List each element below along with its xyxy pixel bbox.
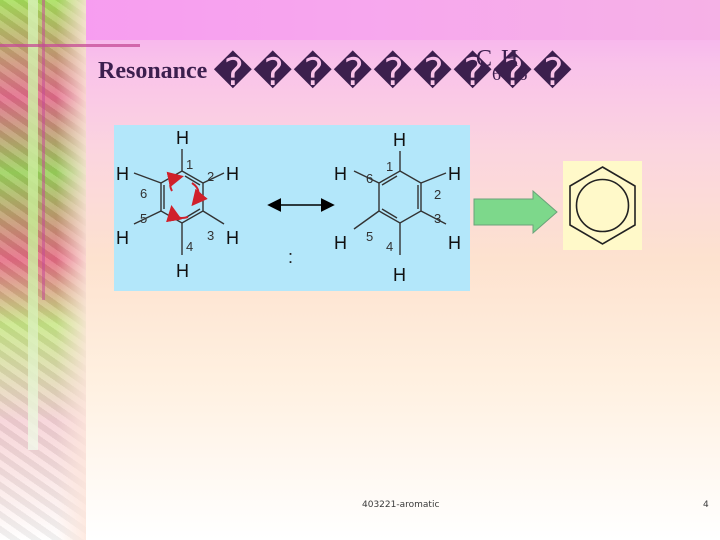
- formula-c-sub: 6: [492, 63, 502, 84]
- atom-h: H: [393, 130, 406, 150]
- position-number: 3: [207, 228, 214, 243]
- atom-h: H: [116, 164, 129, 184]
- footer-course-code: 403221-aromatic: [362, 500, 440, 510]
- formula-h: H: [501, 46, 519, 72]
- atom-h: H: [176, 261, 189, 281]
- formula-h-sub: 6: [518, 63, 528, 84]
- position-number: 1: [186, 157, 193, 172]
- decorative-rule-vertical: [28, 0, 38, 450]
- block-arrow-right: [473, 189, 559, 239]
- slide-title: Resonance ���������: [98, 50, 573, 95]
- resonance-diagram: H H H H H H 1 2 3 4 5 6 :: [116, 128, 461, 285]
- benzene-formula: C6H6: [476, 46, 527, 84]
- atom-h: H: [226, 228, 239, 248]
- atom-h: H: [334, 164, 347, 184]
- atom-h: H: [334, 233, 347, 253]
- decorative-rule-horizontal: [0, 44, 140, 47]
- position-number: 1: [386, 159, 393, 174]
- position-number: 6: [366, 171, 373, 186]
- kekule-structure-right: [353, 151, 447, 255]
- atom-h: H: [448, 233, 461, 253]
- electron-arrows: [166, 171, 208, 223]
- position-number: 4: [386, 239, 393, 254]
- position-number: 6: [140, 186, 147, 201]
- benzene-hybrid: [563, 161, 642, 250]
- position-number: 2: [434, 187, 441, 202]
- atom-h: H: [226, 164, 239, 184]
- top-band: [0, 0, 720, 40]
- position-number: 4: [186, 239, 193, 254]
- decorative-rule-vertical-thin: [42, 0, 45, 300]
- position-number: 5: [140, 211, 147, 226]
- atom-h: H: [116, 228, 129, 248]
- resonance-panel: H H H H H H 1 2 3 4 5 6 :: [114, 125, 470, 291]
- slide-number: 4: [703, 500, 709, 510]
- colon-mark: :: [288, 247, 293, 267]
- atom-h: H: [448, 164, 461, 184]
- formula-c: C: [476, 46, 493, 72]
- kekule-structure-left: [133, 149, 225, 255]
- position-number: 3: [434, 211, 441, 226]
- title-text: Resonance: [98, 58, 208, 85]
- position-number: 5: [366, 229, 373, 244]
- title-garbled-text: ���������: [213, 52, 574, 94]
- atom-h: H: [393, 265, 406, 285]
- position-number: 2: [207, 169, 214, 184]
- atom-h: H: [176, 128, 189, 148]
